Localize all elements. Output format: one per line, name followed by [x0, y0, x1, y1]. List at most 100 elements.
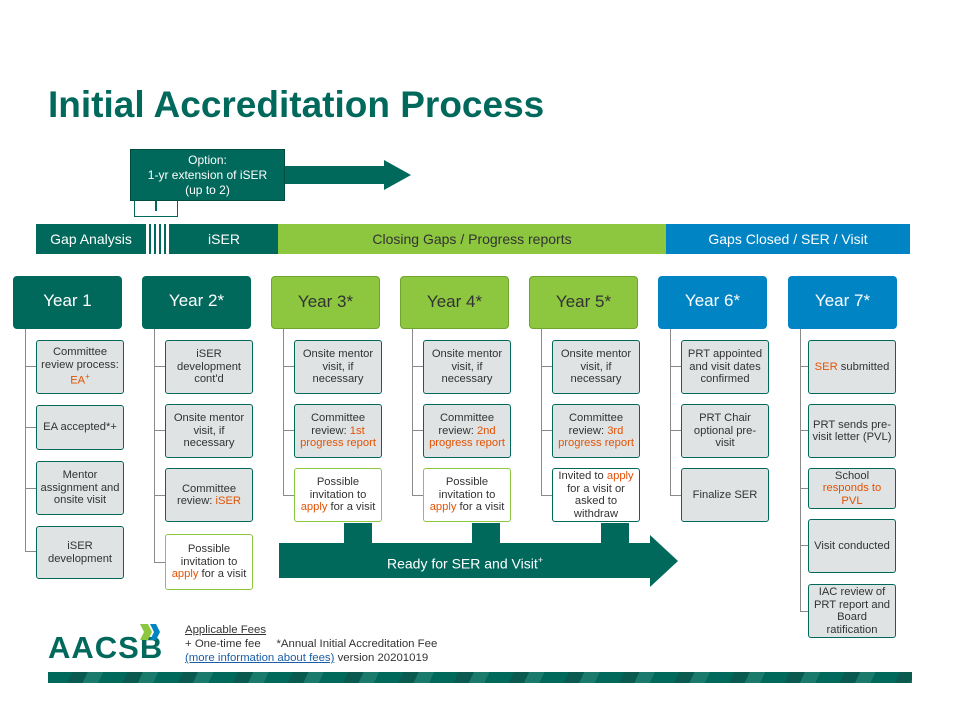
connector-tick — [25, 488, 36, 490]
connector-tick — [283, 495, 294, 497]
y4-onsite-mentor: Onsite mentor visit, if necessary — [423, 340, 511, 394]
step-text: Committee review: — [438, 412, 495, 437]
option-bracket — [134, 201, 178, 217]
step-highlight: SER — [814, 360, 838, 373]
connector-tick — [283, 430, 294, 432]
step-text: Visit conducted — [814, 539, 890, 552]
y3-committee-review: Committee review: 1st progress report — [294, 404, 382, 458]
connector-tick — [670, 495, 681, 497]
phase-gaps-closed: Gaps Closed / SER / Visit — [666, 224, 910, 254]
step-text: PRT appointed and visit dates confirmed — [687, 348, 763, 386]
connector-tick — [154, 495, 165, 497]
step-text: Finalize SER — [692, 488, 758, 501]
step-text: Possible invitation to — [180, 543, 238, 568]
footer-band — [48, 672, 912, 683]
year-5-header: Year 5* — [529, 276, 638, 329]
y1-mentor-assignment: Mentor assignment and onsite visit — [36, 461, 124, 515]
y7-ser-submitted: SER submitted — [808, 340, 896, 394]
option-line-3: (up to 2) — [185, 183, 230, 197]
step-highlight: apply — [429, 501, 457, 514]
connector-tick — [800, 430, 808, 432]
step-text: PRT sends pre-visit letter (PVL) — [812, 418, 892, 444]
logo-chevron-icon — [140, 624, 160, 640]
year-6-header: Year 6* — [658, 276, 767, 329]
y6-finalize-ser: Finalize SER — [681, 468, 769, 522]
ready-arrow-notch — [344, 523, 372, 543]
step-text: IAC review of PRT report and Board ratif… — [813, 586, 891, 636]
connector-tick — [154, 562, 165, 564]
version-text: version 20201019 — [334, 652, 429, 664]
year-2-header: Year 2* — [142, 276, 251, 329]
step-text: for a visit or asked to withdraw — [567, 482, 625, 520]
step-text: Committee review: — [176, 482, 237, 508]
fees-info-link[interactable]: (more information about fees) — [185, 652, 335, 664]
step-text: PRT Chair optional pre-visit — [693, 412, 757, 450]
year-2-connector — [154, 329, 156, 562]
ready-arrow-notch — [601, 523, 629, 543]
y1-ea-accepted: EA accepted*+ — [36, 405, 124, 450]
connector-tick — [800, 488, 808, 490]
step-text: iSER development cont'd — [176, 348, 242, 386]
ready-arrow-sup: + — [537, 555, 543, 565]
y2-committee-review: Committee review: iSER — [165, 468, 253, 522]
connector-tick — [412, 495, 423, 497]
connector-tick — [541, 430, 552, 432]
year-4-connector — [412, 329, 414, 496]
year-7-header: Year 7* — [788, 276, 897, 329]
y2-onsite-mentor: Onsite mentor visit, if necessary — [165, 404, 253, 458]
y7-prt-sends-pvl: PRT sends pre-visit letter (PVL) — [808, 404, 896, 458]
year-1-header: Year 1 — [13, 276, 122, 329]
step-text: Invited to — [558, 470, 607, 482]
step-text: iSER development — [47, 540, 113, 565]
connector-tick — [800, 366, 808, 368]
option-arrow-head — [384, 160, 411, 190]
step-text: Mentor assignment and onsite visit — [40, 469, 120, 507]
step-highlight: 1st progress report — [300, 424, 376, 450]
y6-prt-appointed: PRT appointed and visit dates confirmed — [681, 340, 769, 394]
step-text: Onsite mentor visit, if necessary — [560, 348, 632, 386]
option-bracket-stem — [155, 201, 157, 211]
step-highlight: iSER — [215, 495, 242, 507]
step-text: School — [834, 469, 870, 482]
step-text: submitted — [837, 360, 890, 373]
y1-iser-development: iSER development — [36, 526, 124, 579]
option-line-2: 1-yr extension of iSER — [147, 168, 268, 182]
y7-visit-conducted: Visit conducted — [808, 519, 896, 573]
step-highlight: responds to PVL — [822, 482, 882, 507]
year-6-connector — [670, 329, 672, 495]
connector-tick — [670, 430, 681, 432]
phase-transition-hatch — [146, 224, 170, 254]
step-text: Committee review: — [310, 412, 366, 437]
connector-tick — [412, 430, 423, 432]
step-highlight: apply — [606, 470, 634, 482]
step-text: Committee review: — [568, 412, 624, 437]
year-5-connector — [541, 329, 543, 496]
step-text: EA accepted*+ — [43, 421, 117, 434]
year-3-connector — [283, 329, 285, 496]
connector-tick — [154, 366, 165, 368]
connector-tick — [800, 611, 808, 613]
y3-possible-invitation: Possible invitation to apply for a visit — [294, 468, 382, 522]
year-7-connector — [800, 329, 802, 611]
y1-committee-review: Committee review process: EA+ — [36, 340, 124, 394]
connector-tick — [800, 545, 808, 547]
year-1-connector — [25, 329, 27, 551]
ready-arrow-head — [650, 535, 678, 587]
y2-possible-invitation: Possible invitation to apply for a visit — [165, 534, 253, 590]
step-text: Onsite mentor visit, if necessary — [173, 412, 245, 450]
phase-gap-analysis: Gap Analysis — [36, 224, 146, 254]
connector-tick — [25, 551, 36, 553]
connector-tick — [154, 430, 165, 432]
y5-committee-review: Committee review: 3rd progress report — [552, 404, 640, 458]
applicable-fees-heading: Applicable Fees — [185, 624, 267, 636]
y4-committee-review: Committee review: 2nd progress report — [423, 404, 511, 458]
step-highlight: 3rd progress report — [558, 424, 634, 450]
connector-tick — [670, 366, 681, 368]
phase-closing-gaps: Closing Gaps / Progress reports — [278, 224, 666, 254]
y5-onsite-mentor: Onsite mentor visit, if necessary — [552, 340, 640, 394]
connector-tick — [541, 366, 552, 368]
step-text: for a visit — [198, 568, 247, 581]
y5-invited-or-withdraw: Invited to apply for a visit or asked to… — [552, 468, 640, 522]
option-extension-box: Option: 1-yr extension of iSER (up to 2) — [130, 149, 285, 201]
ready-arrow-label: Ready for SER and Visit — [387, 555, 538, 572]
